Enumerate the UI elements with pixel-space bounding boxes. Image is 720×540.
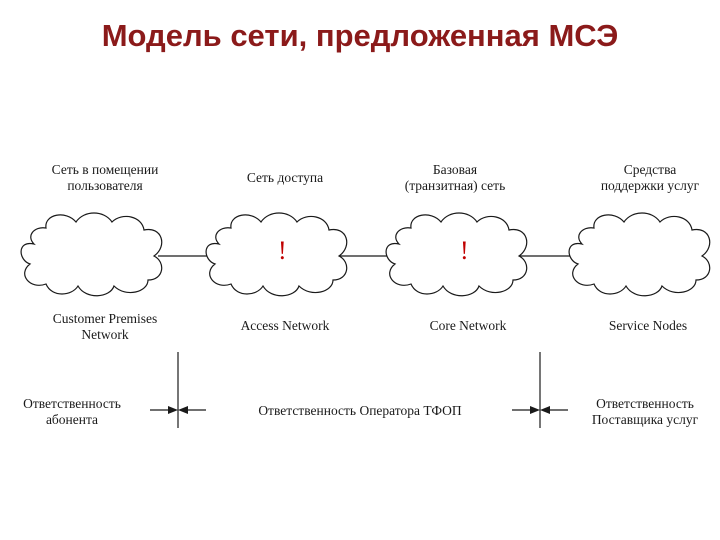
label-customer-premises-ru: Сеть в помещении пользователя	[51, 162, 159, 193]
cloud-core-network	[385, 212, 528, 297]
alert-mark-core: !	[460, 236, 469, 265]
cloud-access-network	[205, 212, 348, 297]
responsibility-provider: Ответственность Поставщика услуг	[591, 396, 699, 427]
label-core-network-en: Core Network	[429, 318, 507, 333]
label-access-network-en: Access Network	[240, 318, 330, 333]
arrow-left-icon	[178, 406, 188, 414]
alert-mark-access: !	[278, 236, 287, 265]
responsibility-operator: Ответственность Оператора ТФОП	[258, 403, 462, 418]
cloud-customer-premises	[20, 212, 163, 297]
arrow-right-icon	[168, 406, 178, 414]
arrow-right-icon	[530, 406, 540, 414]
arrow-left-icon	[540, 406, 550, 414]
label-service-nodes-en: Service Nodes	[608, 318, 688, 333]
responsibility-subscriber: Ответственность абонента	[23, 396, 121, 427]
label-customer-premises-en: Customer Premises Network	[52, 311, 158, 342]
label-core-network-ru: Базовая (транзитная) сеть	[404, 162, 506, 193]
cloud-service-nodes	[568, 212, 711, 297]
page-title: Модель сети, предложенная МСЭ	[101, 18, 619, 53]
label-access-network-ru: Сеть доступа	[246, 170, 324, 185]
label-service-nodes-ru: Средства поддержки услуг	[600, 162, 700, 193]
